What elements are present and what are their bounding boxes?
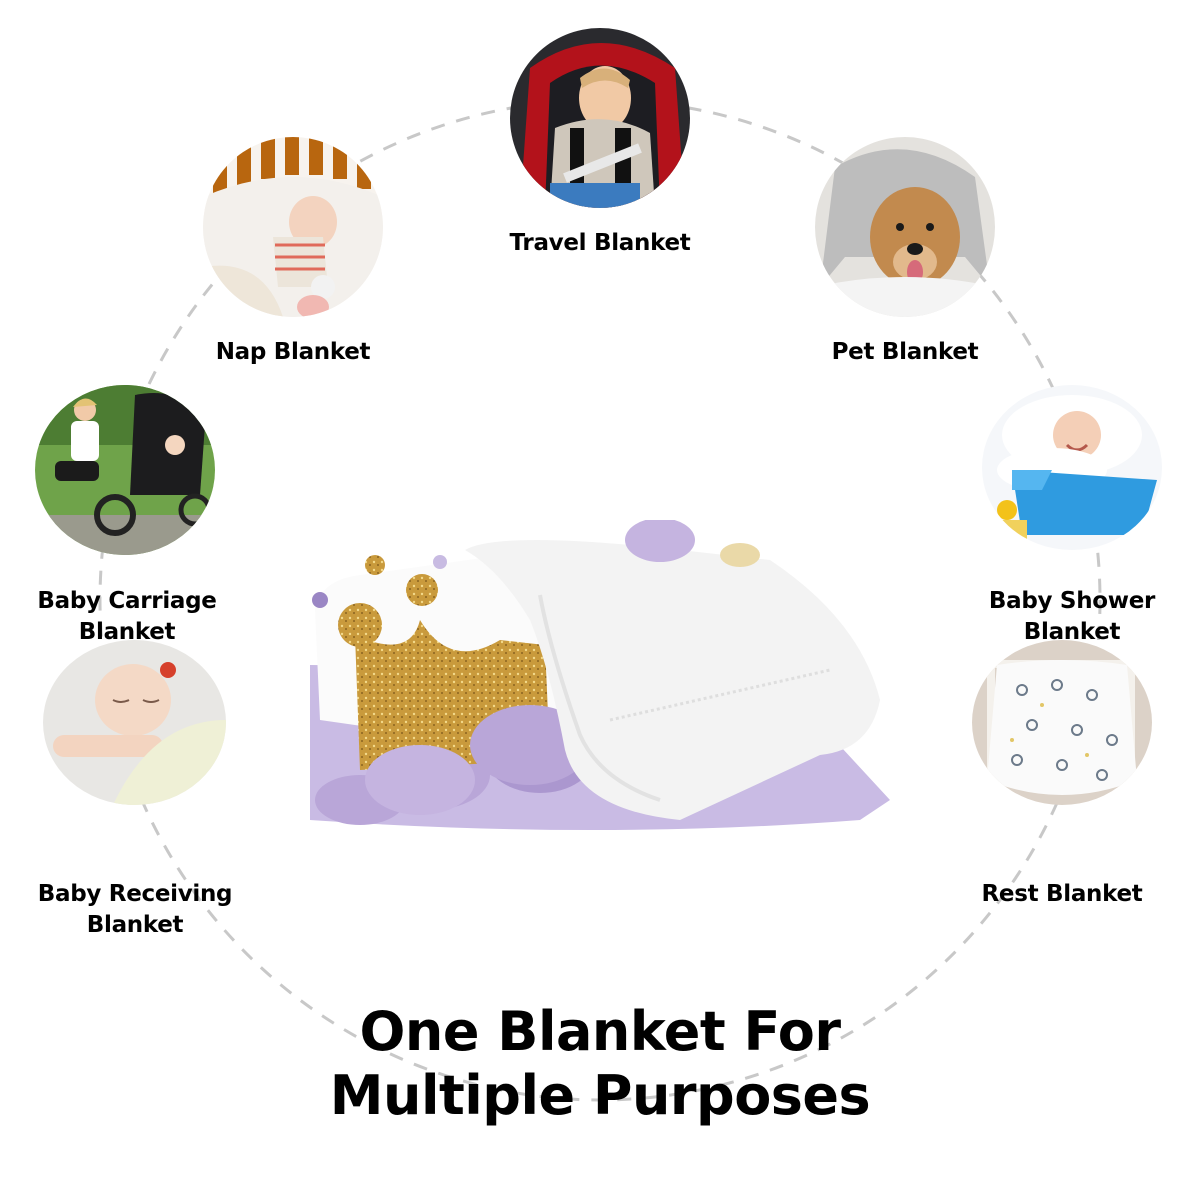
rest-blanket-photo xyxy=(972,640,1152,805)
stroller-icon xyxy=(35,385,215,555)
baby-receiving-blanket-photo xyxy=(43,640,226,805)
dog-under-blanket-icon xyxy=(815,137,995,317)
nap-blanket-photo xyxy=(203,137,383,317)
baby-carriage-blanket-label: Baby Carriage Blanket xyxy=(37,588,217,645)
bathtub-baby-icon xyxy=(982,385,1162,550)
nap-blanket-label: Nap Blanket xyxy=(215,339,371,365)
headline-line-2: Multiple Purposes xyxy=(329,1064,871,1127)
baby-carriage-blanket-photo xyxy=(35,385,215,555)
travel-blanket-label: Travel Blanket xyxy=(509,230,691,256)
pet-blanket-label: Pet Blanket xyxy=(831,339,979,365)
baby-shower-blanket-label: Baby Shower Blanket xyxy=(988,588,1156,645)
headline: One Blanket For Multiple Purposes xyxy=(0,1000,1200,1128)
travel-blanket-photo xyxy=(510,28,690,208)
pet-blanket-photo xyxy=(815,137,995,317)
baby-receiving-blanket-label: Baby Receiving Blanket xyxy=(37,881,233,938)
sleeping-newborn-icon xyxy=(43,640,226,805)
crib-baby-icon xyxy=(203,137,383,317)
product-blanket-image xyxy=(310,520,890,830)
car-seat-baby-icon xyxy=(510,28,690,208)
baby-shower-blanket-photo xyxy=(982,385,1162,550)
rest-blanket-label: Rest Blanket xyxy=(981,881,1143,907)
hanging-muslin-icon xyxy=(972,640,1152,805)
headline-line-1: One Blanket For xyxy=(359,1000,841,1063)
